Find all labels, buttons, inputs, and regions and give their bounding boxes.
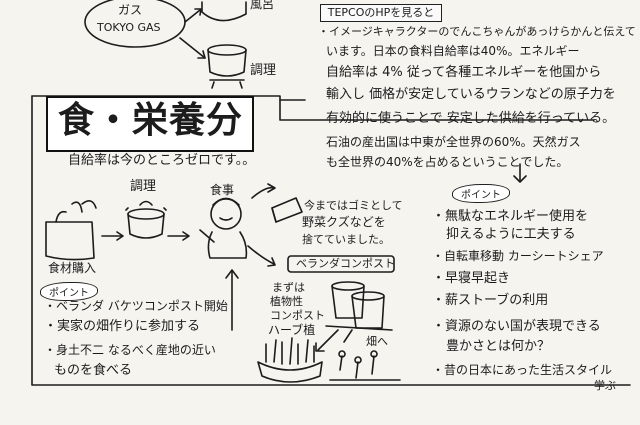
tepco-line-2: います。日本の食料自給率は40%。エネルギー (326, 44, 580, 58)
flow-meal-label: 食事 (210, 183, 235, 197)
tepco-point-5: ・資源のない国が表現できる (432, 319, 601, 334)
tepco-point-5b: 豊かさとは何か？ (446, 339, 551, 354)
food-point-2: ・実家の畑作りに参加する (44, 319, 201, 334)
arrow-compost-to-field (343, 329, 353, 343)
food-point-3: ・身土不二 なるべく産地の近い (44, 343, 216, 357)
tokyo-gas-label: TOKYO GAS (97, 21, 161, 34)
tepco-point-6b: 学ぶ (594, 379, 616, 392)
flow-cooking-label: 調理 (130, 179, 157, 194)
tepco-line-3: 自給率は 4% 従って各種エネルギーを他国から (326, 65, 602, 80)
food-point-3b: ものを食べる (54, 363, 133, 378)
scraps-note-3: 捨てていました。 (302, 233, 390, 246)
tepco-heading-box: TEPCOのHPを見ると (320, 4, 442, 22)
bathtub-icon (201, 1, 247, 22)
field-label: 畑へ (366, 335, 388, 348)
scraps-note-2: 野菜クズなどを (302, 215, 386, 229)
arrow-meal-to-compost (247, 245, 275, 265)
food-title-box (46, 96, 254, 152)
food-point-badge: ポイント (40, 282, 98, 301)
tepco-line-1: ・イメージキャラクターのでんこちゃんがあっけらかんと伝えて (318, 25, 636, 38)
compost-text-2: 植物性 (270, 295, 303, 308)
heating-label: 風呂 (250, 0, 275, 11)
tepco-line-4: 輸入し 価格が安定しているウランなどの原子力を (326, 87, 616, 102)
arrow-to-heating (184, 9, 201, 23)
pot-icon (207, 44, 247, 56)
compost-text-1: まずは (272, 281, 305, 294)
flow-purchase-label: 食材購入 (48, 261, 97, 275)
tepco-line-6: 石油の産出国は中東が全世界の60%。天然ガス (326, 135, 581, 149)
compost-text-3: コンポスト (270, 309, 325, 322)
tepco-line-5: 有効的に使うことで 安定した供給を行っている。 (326, 111, 616, 126)
food-title: 食・栄養分 (58, 99, 244, 141)
tepco-point-2: ・自転車移動 カーシートシェア (432, 249, 604, 263)
tepco-point-1: ・無駄なエネルギー使用を (432, 209, 589, 224)
food-point-1: ・ベランダ バケツコンポスト開始 (44, 299, 228, 313)
tepco-point-badge: ポイント (452, 184, 510, 203)
tepco-point-6: ・昔の日本にあった生活スタイル (432, 363, 613, 377)
compost-bucket-icon (331, 285, 365, 319)
arrow-meal-to-scraps (251, 186, 275, 199)
herb-planter-icon (257, 361, 323, 383)
arrow-to-cooking (179, 37, 206, 59)
pot-middle-icon (127, 208, 165, 220)
tepco-line-7: も全世界の40%を占めるということでした。 (326, 155, 569, 169)
cooking-top-label: 調理 (250, 63, 277, 78)
compost-label-frame (287, 255, 395, 273)
tepco-point-4: ・薪ストーブの利用 (432, 293, 549, 308)
tepco-point-3: ・早寝早起き (432, 271, 511, 286)
gas-label: ガス (118, 3, 143, 17)
vegetable-scraps-icon (271, 197, 303, 223)
compost-label: ベランダコンポスト (296, 257, 395, 270)
food-subtitle: 自給率は今のところゼロです。。 (68, 153, 256, 168)
herb-label: ハーブ植 (268, 323, 316, 337)
tepco-point-1b: 抑えるように工夫する (446, 227, 576, 242)
scraps-note-1: 今まではゴミとして (304, 199, 403, 212)
shopping-bag-icon (45, 221, 95, 261)
field-plants-icon (339, 355, 375, 379)
arrow-compost-to-herb (317, 329, 339, 351)
